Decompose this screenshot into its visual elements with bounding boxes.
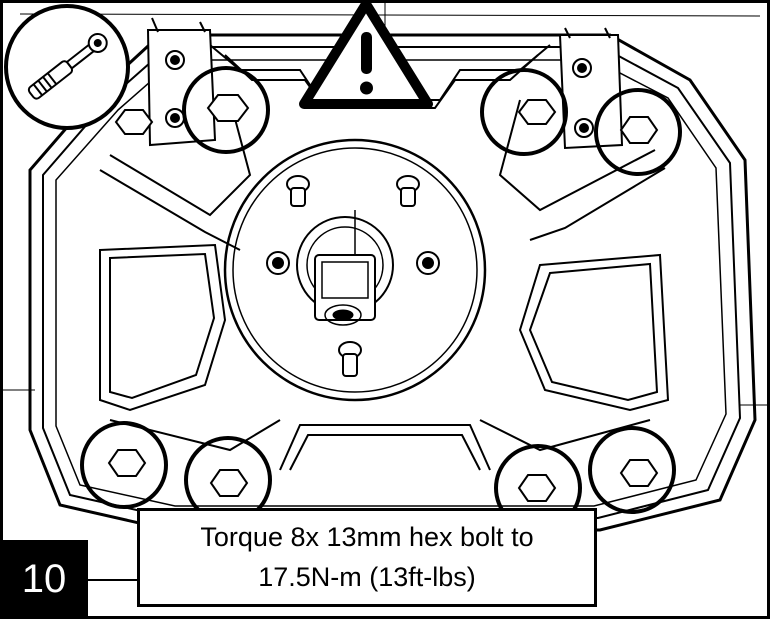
hex-bolt bbox=[619, 459, 659, 487]
bolt-highlight-circle bbox=[182, 66, 270, 154]
bolt-highlight-circle bbox=[480, 68, 568, 156]
center-hub bbox=[223, 138, 487, 402]
hex-bolt bbox=[107, 449, 147, 477]
step-number-badge: 10 bbox=[0, 540, 88, 619]
side-window-right bbox=[518, 253, 670, 412]
caption-line-2: 17.5N-m (13ft-lbs) bbox=[258, 561, 476, 592]
torque-wrench-icon bbox=[4, 4, 130, 130]
bolt-highlight-circle bbox=[594, 88, 682, 176]
mounting-bracket-left bbox=[146, 17, 217, 147]
hex-bolt bbox=[206, 94, 250, 122]
hex-bolt bbox=[517, 474, 557, 502]
hex-bolts bbox=[107, 94, 659, 502]
bolt-highlight-circle bbox=[588, 426, 676, 514]
instruction-caption: Torque 8x 13mm hex bolt to 17.5N-m (13ft… bbox=[137, 508, 597, 607]
caption-line-1: Torque 8x 13mm hex bolt to bbox=[200, 522, 534, 553]
bottom-opening bbox=[279, 424, 491, 471]
hex-bolt bbox=[114, 109, 154, 135]
bracket-fasteners bbox=[165, 50, 594, 138]
hex-bolt bbox=[619, 116, 659, 144]
side-window-left bbox=[99, 243, 227, 412]
warning-triangle-icon bbox=[299, 0, 433, 109]
construction-line bbox=[19, 13, 761, 17]
hex-bolt bbox=[209, 469, 249, 497]
hex-bolt bbox=[517, 99, 557, 125]
step-number: 10 bbox=[21, 557, 67, 601]
bolt-highlight-circle bbox=[80, 421, 168, 509]
hub-studs bbox=[266, 175, 440, 377]
